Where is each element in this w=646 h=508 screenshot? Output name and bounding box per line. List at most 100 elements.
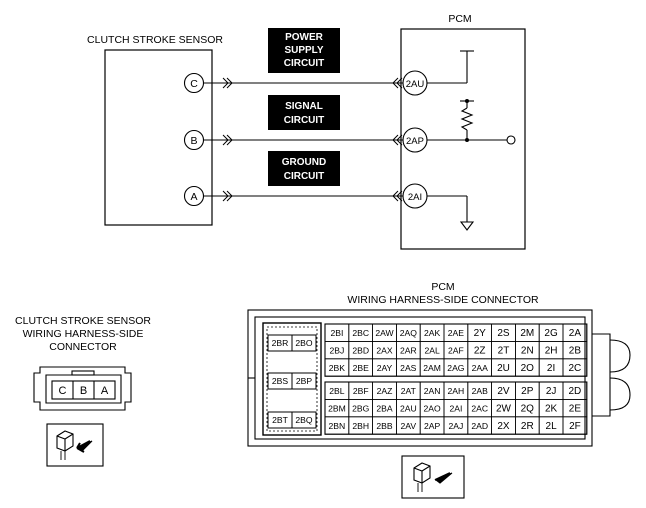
pcm-terminal-2BA: 2BA — [376, 404, 393, 414]
svg-text:GROUND: GROUND — [282, 157, 326, 168]
pcm-pin-2AU: 2AU — [402, 70, 428, 96]
svg-text:2AP: 2AP — [406, 136, 424, 147]
sensor-connector-pin-C: C — [59, 385, 67, 397]
svg-text:A: A — [190, 191, 197, 203]
sensor-connector-title: CLUTCH STROKE SENSOR WIRING HARNESS-SIDE… — [15, 315, 151, 353]
pcm-terminal-2T: 2T — [498, 346, 510, 357]
pcm-terminal-2AG: 2AG — [447, 363, 465, 373]
pcm-terminal-2AI: 2AI — [449, 404, 462, 414]
pcm-terminal-2O: 2O — [521, 363, 535, 374]
svg-text:C: C — [190, 78, 198, 90]
pcm-pin-2AP: 2AP — [402, 127, 428, 153]
signal-circuit-label: SIGNAL CIRCUIT — [268, 95, 340, 130]
pcm-terminal-2BF: 2BF — [353, 386, 369, 396]
svg-text:CIRCUIT: CIRCUIT — [284, 115, 325, 126]
sensor-connector-latch — [71, 370, 95, 376]
svg-text:B: B — [190, 135, 197, 147]
pcm-terminal-cell — [562, 358, 588, 377]
svg-text:CONNECTOR: CONNECTOR — [49, 341, 117, 353]
pcm-terminal-2Y: 2Y — [474, 328, 487, 339]
pcm-terminal-2AE: 2AE — [448, 328, 465, 338]
ground-icon — [459, 221, 475, 231]
pcm-terminal-2BI: 2BI — [330, 328, 343, 338]
pcm-terminal-2BE: 2BE — [353, 363, 370, 373]
pcm-terminal-2S: 2S — [497, 328, 510, 339]
pcm-terminal-2AS: 2AS — [400, 363, 417, 373]
pcm-terminal-2H: 2H — [545, 346, 558, 357]
pcm-terminal-2U: 2U — [497, 363, 510, 374]
pcm-side-connector-mark — [392, 77, 403, 202]
svg-text:SUPPLY: SUPPLY — [284, 45, 323, 56]
pcm-terminal-2BD: 2BD — [352, 346, 369, 356]
pcm-terminal-2BT: 2BT — [272, 415, 289, 425]
sensor-side-connector-mark — [222, 77, 233, 202]
sensor-pin-A: A — [183, 185, 205, 207]
svg-text:CIRCUIT: CIRCUIT — [284, 58, 325, 69]
pcm-terminal-2A: 2A — [569, 328, 582, 339]
pcm-terminal-2BO: 2BO — [295, 338, 313, 348]
pcm-terminal-2AD: 2AD — [471, 421, 488, 431]
pcm-terminal-2M: 2M — [520, 328, 534, 339]
pcm-terminal-2BH: 2BH — [352, 421, 369, 431]
pcm-terminal-2AM: 2AM — [423, 363, 441, 373]
pcm-terminal-2Q: 2Q — [521, 404, 535, 415]
pcm-terminal-2AT: 2AT — [401, 386, 417, 396]
pcm-terminal-2BC: 2BC — [352, 328, 369, 338]
pcm-terminal-2AC: 2AC — [471, 404, 488, 414]
sensor-connector-pin-B: B — [80, 385, 87, 397]
pcm-terminal-2BS: 2BS — [272, 376, 289, 386]
sensor-pin-B: B — [183, 129, 205, 151]
pcm-terminal-2L: 2L — [546, 421, 558, 432]
view-direction-icon — [46, 423, 104, 467]
power-supply-circuit-label: POWER SUPPLY CIRCUIT — [268, 28, 340, 73]
pcm-terminal-2X: 2X — [497, 421, 510, 432]
pcm-terminal-2P: 2P — [521, 386, 534, 397]
pcm-terminal-2W: 2W — [496, 404, 512, 415]
pcm-terminal-2K: 2K — [545, 404, 558, 415]
pcm-terminal-2R: 2R — [521, 421, 534, 432]
pcm-terminal-2BR: 2BR — [272, 338, 289, 348]
pcm-terminal-2AH: 2AH — [448, 386, 465, 396]
pcm-pin-2AI: 2AI — [402, 183, 428, 209]
svg-text:SIGNAL: SIGNAL — [285, 101, 323, 112]
pcm-terminal-2V: 2V — [497, 386, 510, 397]
pcm-terminal-2AA: 2AA — [472, 363, 489, 373]
pcm-terminal-2AY: 2AY — [377, 363, 393, 373]
wire-connector-marks — [222, 77, 403, 202]
pcm-terminal-2AO: 2AO — [423, 404, 441, 414]
view-direction-icon — [401, 455, 465, 499]
pcm-terminal-2F: 2F — [569, 421, 581, 432]
pcm-terminal-2G: 2G — [544, 328, 558, 339]
power-supply-node — [427, 50, 474, 84]
pcm-terminal-2D: 2D — [569, 386, 582, 397]
pcm-terminal-2AJ: 2AJ — [448, 421, 463, 431]
pcm-terminal-2BQ: 2BQ — [295, 415, 313, 425]
pcm-terminal-cell — [562, 416, 588, 435]
pull-up-resistor — [460, 99, 474, 131]
svg-text:CLUTCH STROKE SENSOR: CLUTCH STROKE SENSOR — [15, 315, 151, 327]
pcm-terminal-2BK: 2BK — [329, 363, 346, 373]
pcm-terminal-2AQ: 2AQ — [400, 328, 418, 338]
svg-text:CIRCUIT: CIRCUIT — [284, 171, 325, 182]
ground-node — [427, 195, 475, 231]
pcm-terminal-2J: 2J — [546, 386, 557, 397]
signal-node — [427, 130, 516, 145]
pcm-terminal-2N: 2N — [521, 346, 534, 357]
pcm-terminal-2AU: 2AU — [400, 404, 417, 414]
pcm-internal-circuit — [427, 50, 516, 231]
sensor-box — [104, 49, 213, 226]
pcm-terminal-2AB: 2AB — [472, 386, 489, 396]
svg-text:2AI: 2AI — [408, 192, 422, 203]
wires — [204, 82, 405, 197]
pcm-connector-housing — [247, 309, 631, 447]
sensor-connector-pin-A: A — [101, 385, 109, 397]
pcm-terminal-2AL: 2AL — [424, 346, 440, 356]
pcm-terminal-2AV: 2AV — [400, 421, 416, 431]
pcm-connector-title-line-1: PCM — [431, 281, 454, 293]
pcm-terminal-2BB: 2BB — [376, 421, 393, 431]
svg-text:WIRING HARNESS-SIDE: WIRING HARNESS-SIDE — [23, 328, 144, 340]
ground-circuit-label: GROUND CIRCUIT — [268, 151, 340, 186]
